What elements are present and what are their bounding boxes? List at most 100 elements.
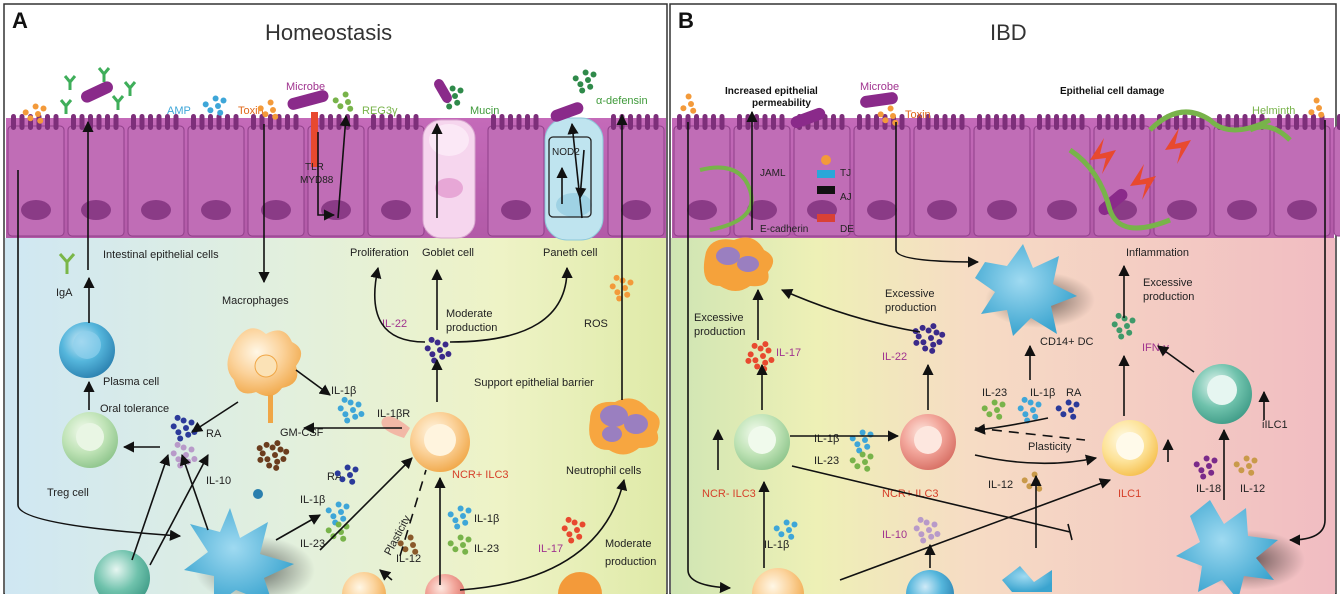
epithelial-cell bbox=[187, 114, 245, 237]
microbe-label-a: Microbe bbox=[286, 81, 325, 93]
epithelial-cell bbox=[1273, 114, 1331, 237]
iga-antibody-lumen bbox=[59, 99, 73, 114]
tlr-label: TLR bbox=[305, 162, 324, 173]
bottom-cell-b1 bbox=[752, 568, 804, 594]
microbe-a3 bbox=[434, 79, 452, 103]
il1b-cluster-b1 bbox=[1017, 396, 1042, 424]
reg3-label: REG3γ bbox=[362, 105, 398, 117]
treg-cell bbox=[62, 412, 118, 468]
iga-antibody-lumen bbox=[97, 67, 111, 82]
goblet-cell bbox=[422, 119, 476, 239]
il17-label-a: IL-17 bbox=[538, 543, 563, 555]
reg3-dots bbox=[332, 91, 354, 112]
helminth-label: Helminth bbox=[1252, 105, 1295, 117]
ra-cluster-a2 bbox=[334, 464, 359, 485]
goblet-label: Goblet cell bbox=[422, 247, 474, 259]
bottom-cell-a2 bbox=[342, 572, 386, 594]
bottom-cell-b3 bbox=[1002, 566, 1052, 592]
bottom-cell-b2 bbox=[906, 570, 954, 594]
junction-markers bbox=[817, 155, 835, 222]
iga-antibody-lumen bbox=[63, 75, 77, 90]
lamina-labels-a: Intestinal epithelial cells IgA Macropha… bbox=[47, 247, 656, 568]
mucin-dots-a2 bbox=[572, 69, 597, 94]
gmcsf-cluster bbox=[256, 440, 290, 471]
plasma-cell bbox=[59, 322, 115, 378]
luminal-particles-a bbox=[22, 67, 597, 124]
il12-label-b2: IL-12 bbox=[1240, 483, 1265, 495]
il23-label-b1: IL-23 bbox=[982, 387, 1007, 399]
bottom-cell-a1 bbox=[94, 550, 150, 594]
bottom-cell-a3 bbox=[425, 574, 465, 594]
panel-a-letter: A bbox=[12, 8, 28, 33]
ifng-cluster bbox=[1111, 312, 1136, 340]
dendritic-cell-b bbox=[1176, 500, 1305, 594]
il23-cluster-b2 bbox=[849, 451, 874, 472]
toxin-dots-b3 bbox=[1308, 97, 1325, 118]
ra-label-b: RA bbox=[1066, 387, 1082, 399]
il23-cluster-a2 bbox=[447, 534, 472, 555]
excessive-label-2a: Excessive bbox=[885, 288, 935, 300]
iilc1-cell bbox=[1192, 364, 1252, 424]
de-label: DE bbox=[840, 224, 854, 235]
paneth-label: Paneth cell bbox=[543, 247, 597, 259]
inflammation-label: Inflammation bbox=[1126, 247, 1189, 259]
defensin-label: α-defensin bbox=[596, 95, 648, 107]
ros-label: ROS bbox=[584, 318, 608, 330]
neutrophil-b bbox=[703, 237, 774, 291]
il1b-label-b1: IL-1β bbox=[1030, 387, 1055, 399]
il23-cluster-b1 bbox=[981, 399, 1006, 420]
il1b-label-a3: IL-1β bbox=[474, 513, 499, 525]
neutrophil-cell bbox=[589, 398, 660, 455]
toxin-dots-a1 bbox=[22, 103, 47, 124]
iec-label: Intestinal epithelial cells bbox=[103, 249, 219, 261]
moderate-label-1: Moderate bbox=[446, 308, 492, 320]
macrophages-label: Macrophages bbox=[222, 295, 289, 307]
ncr-plus-ilc3-b bbox=[900, 414, 956, 470]
oral-tolerance-label: Oral tolerance bbox=[100, 403, 169, 415]
toxin-label-a: Toxin bbox=[238, 105, 264, 117]
proliferation-label: Proliferation bbox=[350, 247, 409, 259]
il1b-cluster-a1 bbox=[337, 396, 365, 424]
epithelial-cell bbox=[1153, 114, 1211, 237]
bottom-cell-a4 bbox=[558, 572, 602, 594]
il1b-cluster-a3 bbox=[447, 505, 472, 530]
support-label: Support epithelial barrier bbox=[474, 377, 594, 389]
il12-label-a: IL-12 bbox=[396, 553, 421, 565]
microbe-b2 bbox=[860, 92, 898, 108]
moderate-label-3: Moderate bbox=[605, 538, 651, 550]
specialized-cells-a bbox=[311, 112, 604, 241]
damage-label: Epithelial cell damage bbox=[1060, 86, 1165, 97]
epithelium-labels-b: Increased epithelial permeability Microb… bbox=[725, 81, 1295, 235]
epithelial-cell bbox=[973, 114, 1031, 237]
panel-b-title: IBD bbox=[990, 20, 1027, 45]
ncr-minus-label: NCR- ILC3 bbox=[702, 488, 756, 500]
arrows-a bbox=[17, 113, 628, 591]
plasticity-label-b: Plasticity bbox=[1028, 441, 1072, 453]
epithelial-cell bbox=[7, 114, 65, 237]
toxin-dots-b1 bbox=[680, 93, 697, 114]
paneth-cell bbox=[544, 117, 604, 241]
il22-label-a: IL-22 bbox=[382, 318, 407, 330]
plasma-label: Plasma cell bbox=[103, 376, 159, 388]
il1b-label-b3: IL-1β bbox=[764, 539, 789, 551]
excessive-label-1b: production bbox=[694, 326, 745, 338]
damage-bolt-icon bbox=[1130, 164, 1156, 200]
epithelial-cell bbox=[673, 114, 731, 237]
il18-label: IL-18 bbox=[1196, 483, 1221, 495]
epithelial-cell bbox=[487, 114, 545, 237]
il23-label-a1: IL-23 bbox=[300, 538, 325, 550]
increased-label-1: Increased epithelial bbox=[725, 86, 818, 97]
mucin-label: Mucin bbox=[470, 105, 499, 117]
il1b-label-a1: IL-1β bbox=[331, 385, 356, 397]
helminth-worms bbox=[1068, 109, 1292, 231]
excessive-label-2b: production bbox=[885, 302, 936, 314]
ilc1-cell bbox=[1102, 420, 1158, 476]
iga-antibody bbox=[58, 253, 76, 274]
epithelial-cell bbox=[1213, 114, 1271, 237]
tlr-receptor bbox=[311, 112, 318, 167]
increased-label-2: permeability bbox=[752, 98, 811, 109]
cytokines-b bbox=[745, 312, 1258, 544]
epithelial-cell bbox=[67, 114, 125, 237]
il1b-cluster-b2 bbox=[849, 429, 874, 454]
microbe-a2 bbox=[81, 81, 113, 103]
